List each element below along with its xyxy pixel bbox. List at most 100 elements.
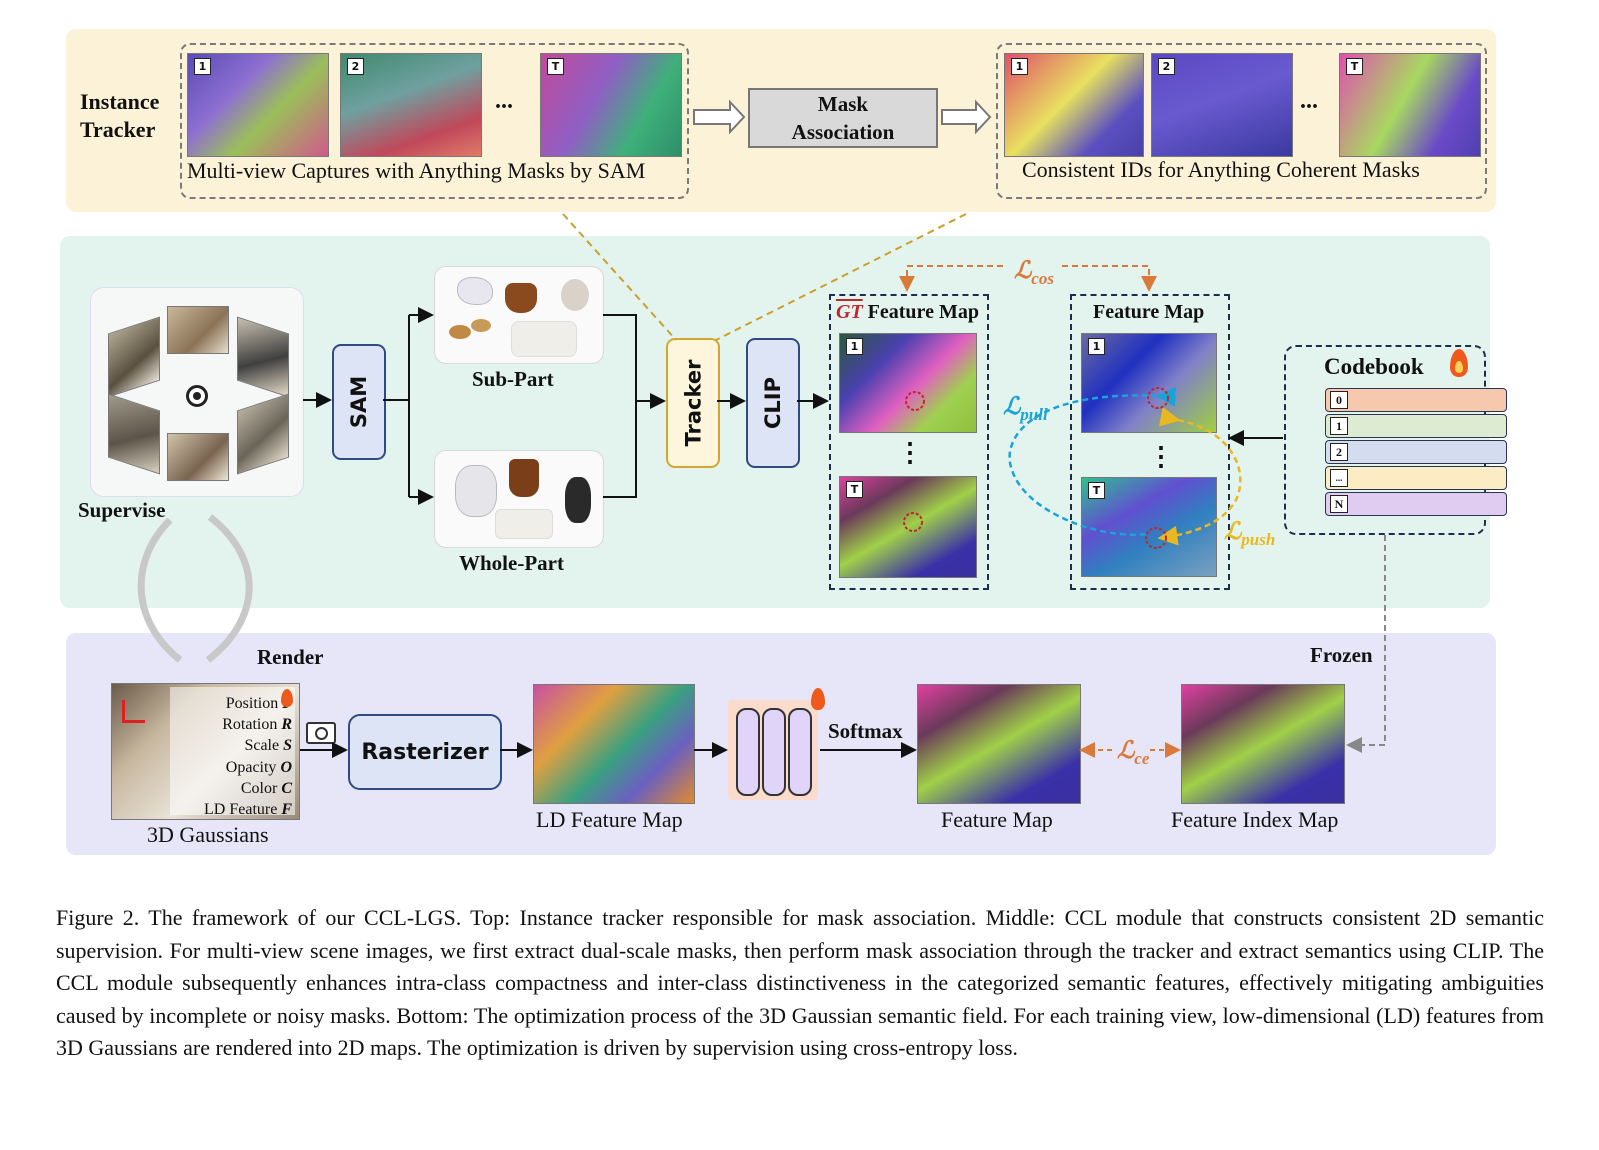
frame-tag: T	[1088, 482, 1105, 499]
mask-association-line-2: Association	[791, 120, 895, 144]
gt-feature-map-label: Feature Map	[867, 301, 979, 323]
subpart-merge	[603, 314, 637, 498]
mask-association-line-1: Mask	[817, 92, 869, 116]
codebook-row-2: 2	[1325, 440, 1507, 464]
attr-rotation: Rotation R	[222, 716, 292, 734]
codebook-row-0: 0	[1325, 388, 1507, 412]
capture-frame-1: 1	[187, 53, 329, 157]
position-fire-icon	[281, 689, 293, 707]
hollow-arrow-right	[941, 99, 992, 135]
sub-part-object	[505, 283, 537, 313]
pred-feature-map-title: Feature Map	[1093, 301, 1205, 323]
loss-cos-bracket-left	[899, 265, 1003, 292]
loss-ce-label: ℒce	[1117, 736, 1149, 769]
sub-part-object	[457, 277, 493, 305]
loss-cos-bracket-right	[1062, 265, 1157, 292]
sam-split	[383, 315, 410, 401]
clip-box: CLIP	[746, 338, 800, 468]
codebook-index: 0	[1330, 391, 1348, 409]
hollow-arrow-left	[693, 99, 746, 135]
axis-icon	[122, 700, 145, 723]
attr-scale: Scale S	[244, 737, 292, 755]
render-cycle-right	[205, 514, 253, 663]
loss-cos-label: ℒcos	[1014, 256, 1054, 289]
loss-symbol: ℒ	[1014, 258, 1032, 284]
sub-part-object	[511, 321, 577, 357]
ld-feature-map-label: LD Feature Map	[536, 807, 683, 832]
bottom-feature-map-image	[917, 684, 1081, 804]
fire-icon	[1450, 349, 1468, 377]
gaussians-attribute-overlay	[170, 687, 295, 815]
pull-highlight	[1147, 387, 1169, 409]
instance-tracker-title: Instance Tracker	[80, 88, 159, 144]
render-label: Render	[257, 645, 324, 669]
figure-caption: Figure 2. The framework of our CCL-LGS. …	[56, 905, 1544, 1060]
consistent-ids-caption: Consistent IDs for Anything Coherent Mas…	[1022, 157, 1420, 182]
whole-part-label: Whole-Part	[459, 551, 564, 575]
sam-captures-group	[180, 43, 689, 199]
push-highlight	[1145, 527, 1167, 549]
loss-ce-subscript: ce	[1134, 748, 1150, 768]
capture-frame-2: 2	[340, 53, 482, 157]
frame-tag: T	[1346, 58, 1363, 75]
gt-feature-map-frame-1: 1	[839, 333, 977, 433]
gt-feature-map-frame-t: T	[839, 476, 977, 578]
loss-symbol: ℒ	[1003, 394, 1021, 420]
codebook-row-n: N	[1325, 492, 1507, 516]
sub-part-object	[449, 325, 471, 339]
decoder-layer-2	[762, 708, 786, 796]
capture-frame-t: T	[540, 53, 682, 157]
title-line-2: Tracker	[80, 117, 156, 142]
sub-part-card	[434, 266, 604, 364]
feature-index-map-image	[1181, 684, 1345, 804]
frame-tag: 1	[1088, 338, 1105, 355]
supervise-label: Supervise	[78, 498, 166, 522]
loss-symbol: ℒ	[1224, 519, 1242, 545]
ld-feature-map-image	[533, 684, 695, 804]
frame-tag: 2	[347, 58, 364, 75]
view-thumb-bottom	[167, 433, 229, 481]
gt-highlight-t	[903, 512, 923, 532]
camera-center-icon	[186, 385, 208, 407]
gt-label: GT	[836, 301, 863, 323]
frame-tag: 1	[1011, 58, 1028, 75]
frames-ellipsis: ...	[495, 88, 513, 114]
gaussians-label: 3D Gaussians	[147, 822, 269, 847]
codebook-row-1: 1	[1325, 414, 1507, 438]
frame-tag: T	[846, 481, 863, 498]
sam-captures-caption: Multi-view Captures with Anything Masks …	[187, 158, 646, 183]
consistent-ids-group	[996, 43, 1487, 199]
gt-feature-map-group	[829, 294, 989, 590]
consistent-frame-2: 2	[1151, 53, 1293, 157]
tracker-link-left	[562, 213, 677, 341]
frame-tag: T	[547, 58, 564, 75]
frame-tag: 1	[194, 58, 211, 75]
attr-opacity: Opacity O	[225, 758, 292, 776]
connector-layer	[137, 99, 1386, 758]
consistent-frame-1: 1	[1004, 53, 1144, 157]
whole-part-object	[509, 459, 539, 497]
loss-push-subscript: push	[1241, 529, 1276, 549]
whole-part-card	[434, 450, 604, 548]
loss-pull-label: ℒpull	[1003, 392, 1048, 425]
codebook-row-ellipsis: ...	[1325, 466, 1507, 490]
sub-part-label: Sub-Part	[472, 367, 554, 391]
codebook-index: 1	[1330, 417, 1348, 435]
rasterizer-label: Rasterizer	[361, 739, 489, 765]
attr-color: Color C	[240, 779, 292, 797]
pull-loop	[1008, 386, 1176, 537]
rasterizer-box: Rasterizer	[348, 714, 502, 790]
frame-tag: 2	[1158, 58, 1175, 75]
mask-association-box: Mask Association	[748, 88, 938, 148]
gt-vdots: ⋮	[897, 438, 923, 467]
whole-part-object	[495, 509, 553, 539]
gaussians-attributes: Position P Rotation R Scale S Opacity O …	[174, 693, 292, 820]
camera-icon	[306, 722, 336, 744]
title-line-1: Instance	[80, 89, 160, 114]
whole-part-object	[455, 465, 497, 517]
loss-cos-subscript: cos	[1031, 268, 1054, 288]
frozen-link	[1346, 535, 1386, 753]
sub-part-object	[471, 319, 491, 332]
whole-part-object	[565, 477, 591, 523]
gt-highlight-1	[905, 391, 925, 411]
